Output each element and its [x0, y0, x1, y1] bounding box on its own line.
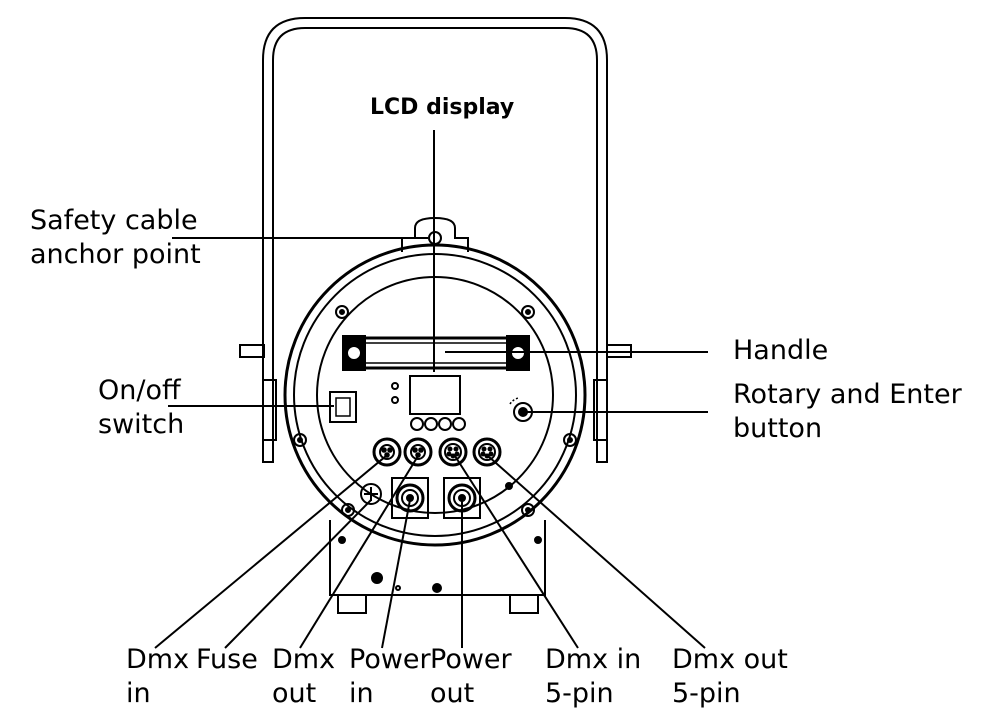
leader-dmx-out — [299, 455, 419, 649]
xlr-connector-icon — [372, 437, 502, 467]
label-line: out — [430, 678, 475, 709]
label-dmx-out-5pin: Dmx out 5-pin — [672, 643, 788, 711]
label-power-out: Power out — [430, 643, 512, 711]
label-line: 5-pin — [545, 678, 614, 709]
label-rotary-enter-button: Rotary and Enter button — [733, 378, 962, 446]
label-safety-cable-anchor: Safety cable anchor point — [30, 204, 201, 272]
label-lcd-display: LCD display — [370, 95, 514, 121]
label-line: Power — [349, 644, 431, 675]
label-line: Dmx — [272, 644, 336, 675]
ground-symbol-icon — [505, 482, 513, 490]
label-dmx-out: Dmx out — [272, 643, 335, 711]
leader-power-in — [381, 499, 411, 649]
label-line: 5-pin — [672, 678, 741, 709]
label-power-in: Power in — [349, 643, 431, 711]
label-line: button — [733, 413, 823, 444]
label-line: Handle — [733, 335, 829, 366]
label-line: Dmx — [126, 644, 190, 675]
label-handle: Handle — [733, 334, 828, 368]
lcd-display — [391, 375, 466, 431]
label-text: LCD display — [370, 95, 515, 120]
label-dmx-in: Dmx in — [126, 643, 189, 711]
leader-dmx-out-5pin — [487, 455, 706, 649]
label-line: Dmx in — [545, 644, 642, 675]
fuse-holder-icon — [360, 483, 382, 505]
leader-dmx-in-5pin — [454, 455, 579, 649]
label-line: On/off — [98, 375, 181, 406]
label-line: Rotary and Enter — [733, 379, 962, 410]
label-fuse: Fuse — [196, 643, 258, 677]
leader-fuse — [224, 499, 372, 649]
label-line: in — [349, 678, 374, 709]
label-line: switch — [98, 409, 185, 440]
label-line: out — [272, 678, 317, 709]
leader-lines — [154, 130, 708, 649]
label-line: in — [126, 678, 151, 709]
label-on-off-switch: On/off switch — [98, 374, 184, 442]
yoke-bracket — [239, 17, 632, 463]
label-dmx-in-5pin: Dmx in 5-pin — [545, 643, 641, 711]
rotary-enter-button — [509, 397, 533, 422]
leader-dmx-in — [154, 455, 387, 649]
yoke-knob-left — [239, 344, 265, 358]
label-line: Safety cable — [30, 205, 198, 236]
label-line: Fuse — [196, 644, 258, 675]
fixture-base — [329, 520, 546, 614]
label-line: anchor point — [30, 239, 201, 270]
label-line: Power — [430, 644, 512, 675]
screw-icon — [293, 305, 577, 544]
menu-buttons — [410, 417, 466, 431]
label-line: Dmx out — [672, 644, 788, 675]
